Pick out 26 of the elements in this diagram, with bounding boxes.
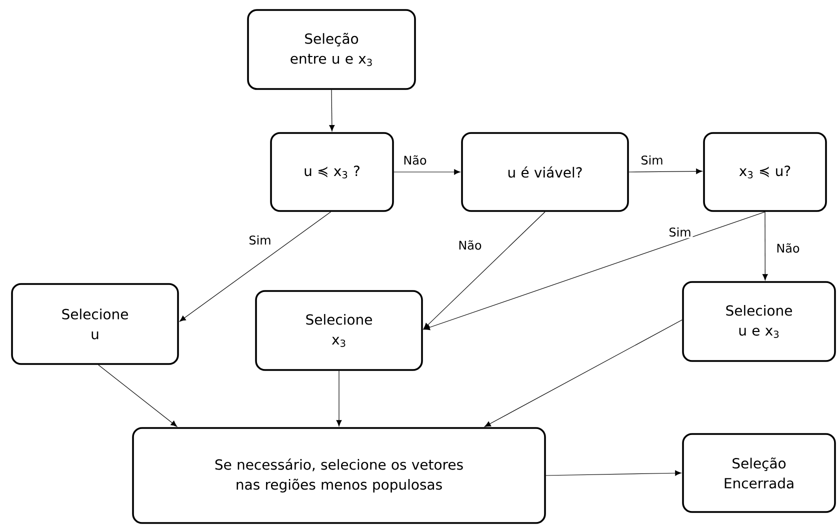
arrow [423, 212, 546, 330]
arrow [484, 320, 682, 427]
process-box: Seleção Encerrada [682, 433, 836, 513]
arrow [394, 169, 460, 175]
process-box: x$_{3}$ ≼ u? [703, 132, 827, 212]
edge-label: Sim [247, 234, 273, 246]
edge-label: Sim [639, 154, 665, 166]
edge-label: Não [402, 154, 428, 166]
arrow [762, 212, 768, 280]
edge-label: Sim [667, 226, 693, 238]
edge-label: Não [456, 238, 484, 252]
process-box: Seleção entre u e x$_{3}$ [247, 9, 416, 90]
arrow [628, 168, 702, 174]
arrow [424, 212, 766, 330]
arrow [329, 90, 335, 132]
process-box: u é viável? [461, 132, 629, 212]
process-box: Selecione u e x$_{3}$ [682, 281, 836, 362]
edge-label: Não [774, 242, 802, 254]
arrow [546, 470, 682, 476]
process-box: Se necessário, selecione os vetores nas regiões menos populosas [132, 427, 546, 524]
arrow [336, 370, 342, 426]
process-box: Selecione u [11, 283, 179, 365]
process-box: u ≼ x$_{3}$ ? [270, 132, 394, 212]
process-box: Selecione x$_{3}$ [255, 290, 423, 371]
arrow [98, 364, 178, 427]
arrow [180, 212, 332, 322]
